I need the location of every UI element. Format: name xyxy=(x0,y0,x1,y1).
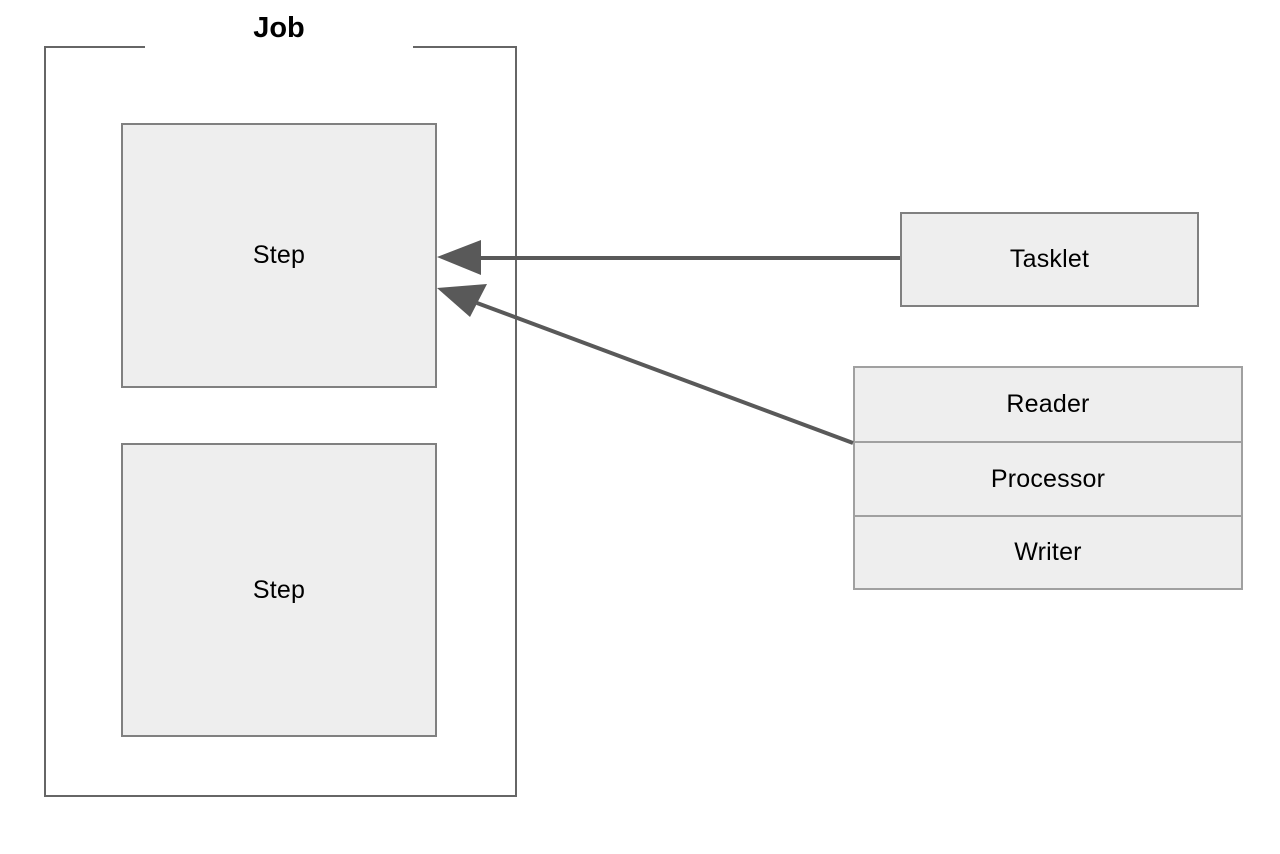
tasklet-label: Tasklet xyxy=(1009,245,1090,273)
chunk-row-processor[interactable]: Processor xyxy=(853,441,1243,517)
chunk-stack: Reader Processor Writer xyxy=(853,366,1243,590)
chunk-row-writer-label: Writer xyxy=(1014,538,1082,566)
step-box-2-label: Step xyxy=(252,575,306,604)
job-title-gap xyxy=(145,38,413,50)
step-box-1-label: Step xyxy=(252,241,306,269)
chunk-row-writer[interactable]: Writer xyxy=(853,515,1243,590)
chunk-row-reader-label: Reader xyxy=(1006,390,1090,418)
tasklet-box[interactable]: Tasklet xyxy=(900,212,1199,307)
step-box-1[interactable]: Step xyxy=(121,123,437,388)
job-title: Job xyxy=(253,12,305,44)
chunk-row-reader[interactable]: Reader xyxy=(853,366,1243,443)
step-box-2[interactable]: Step xyxy=(121,443,437,737)
connector-chunk-line xyxy=(476,301,854,445)
chunk-row-processor-label: Processor xyxy=(990,464,1106,493)
